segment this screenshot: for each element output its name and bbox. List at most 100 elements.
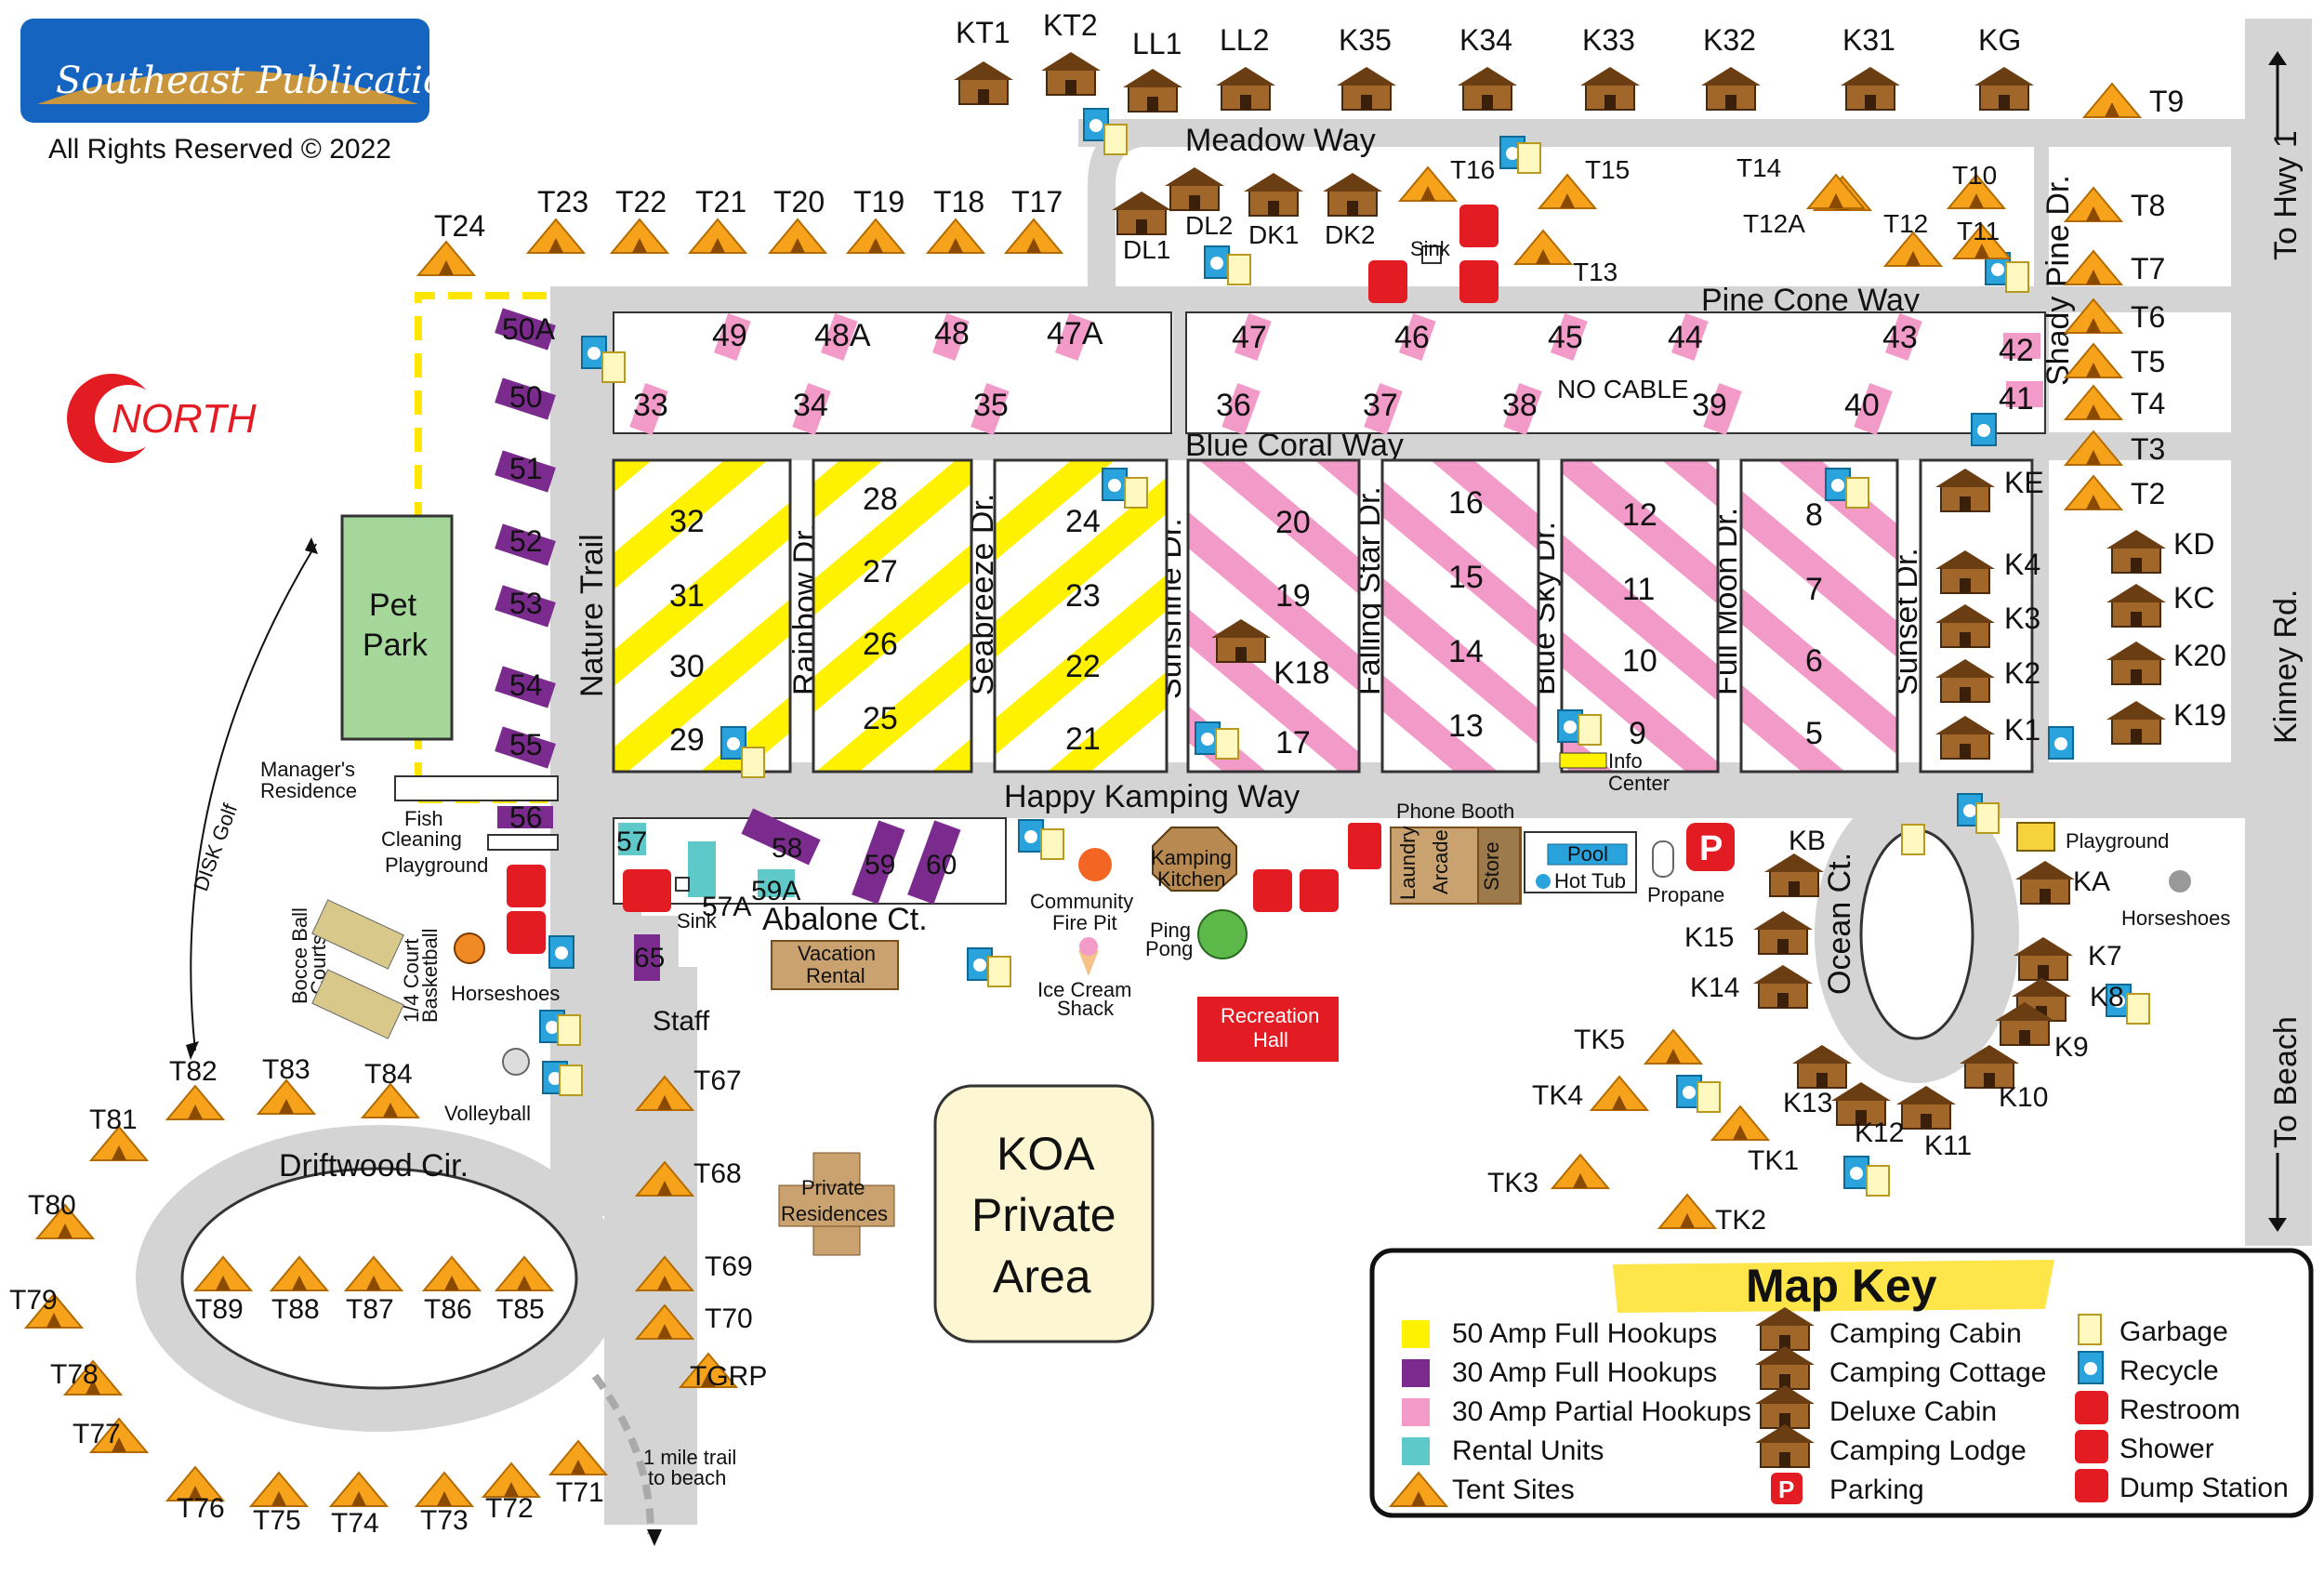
- site-label-t82: T82: [169, 1056, 218, 1087]
- cabin-icon: [1974, 66, 2035, 111]
- site-label-9: 9: [1629, 716, 1646, 751]
- cabin-icon: [1111, 191, 1172, 235]
- site-label-t80: T80: [28, 1190, 76, 1221]
- site-label-dl2: DL2: [1185, 211, 1233, 240]
- site-label-tk3: TK3: [1487, 1168, 1538, 1198]
- private-res-2: Residences: [781, 1202, 888, 1225]
- tent-icon: [330, 1472, 388, 1507]
- private-residences: Private Residences: [778, 1152, 895, 1256]
- site-label-t18: T18: [933, 185, 984, 218]
- tent-icon: [1644, 1029, 1702, 1065]
- site-label-16: 16: [1448, 485, 1484, 521]
- cabin-icon: [1040, 51, 1102, 96]
- ping-pong-2: Pong: [1145, 937, 1193, 960]
- staff-label: Staff: [653, 1006, 710, 1037]
- map-key: Map Key 50 Amp Full Hookups 30 Amp Full …: [1369, 1248, 2314, 1518]
- site-label-24: 24: [1065, 504, 1101, 539]
- cabin-icon: [1791, 1044, 1853, 1089]
- sink-bottom-label: Sink: [677, 909, 718, 932]
- site-label-6: 6: [1805, 643, 1823, 679]
- cabin-icon: [1243, 172, 1304, 217]
- site-label-ll1: LL1: [1132, 27, 1182, 60]
- cabin-icon: [1700, 66, 1762, 111]
- site-label-t72: T72: [485, 1493, 534, 1524]
- tent-icon: [1658, 1194, 1716, 1229]
- cabin-icon: [2106, 700, 2167, 745]
- site-label-t2: T2: [2131, 477, 2165, 510]
- cabin-icon: [953, 60, 1014, 105]
- key-recycle: Recycle: [2119, 1356, 2219, 1386]
- cabin-icon: [1336, 66, 1397, 111]
- site-label-57: 57: [616, 827, 647, 857]
- no-cable-label: NO CABLE: [1557, 375, 1689, 403]
- tent-icon: [527, 218, 585, 254]
- cabin-icon: [1579, 66, 1641, 111]
- site-label-t89: T89: [195, 1294, 244, 1325]
- koa-label-3: Area: [993, 1250, 1091, 1303]
- site-label-25: 25: [863, 701, 898, 736]
- info-center-2: Center: [1608, 772, 1670, 795]
- upper-row-stubs: [629, 312, 2043, 435]
- site-label-k33: K33: [1582, 23, 1635, 57]
- site-label-k31: K31: [1842, 23, 1895, 57]
- site-label-t4: T4: [2131, 387, 2165, 420]
- cabin-icon: [2013, 936, 2074, 981]
- site-label-10: 10: [1622, 643, 1657, 679]
- horseshoes-right-label: Horseshoes: [2121, 906, 2230, 930]
- abalone-stubs: [618, 808, 961, 981]
- site-label-55: 55: [509, 728, 543, 761]
- playground-right-label: Playground: [2066, 829, 2169, 853]
- tent-icon: [250, 1472, 308, 1507]
- site-label-k19: K19: [2173, 698, 2226, 732]
- site-label-k35: K35: [1339, 23, 1392, 57]
- site-label-t5: T5: [2131, 345, 2165, 378]
- site-label-t23: T23: [537, 185, 588, 218]
- site-label-41: 41: [1999, 381, 2034, 417]
- managers-residence-1: Manager's: [260, 758, 355, 781]
- site-label-35: 35: [973, 388, 1009, 423]
- site-label-47: 47: [1232, 320, 1267, 355]
- tent-icon: [611, 218, 668, 254]
- ping-pong-1: Ping: [1150, 919, 1191, 942]
- site-label-7: 7: [1805, 572, 1823, 607]
- site-label-k15: K15: [1684, 922, 1734, 953]
- cabin-icon: [1752, 964, 1814, 1009]
- site-label-t71: T71: [556, 1477, 604, 1508]
- koa-label-2: Private: [971, 1189, 1116, 1241]
- tent-icon: [417, 241, 475, 276]
- key-deluxe-cabin: Deluxe Cabin: [1829, 1396, 1997, 1427]
- bocce-label-1: Bocce Ball: [288, 907, 311, 1004]
- site-label-t19: T19: [853, 185, 905, 218]
- site-label-45: 45: [1548, 320, 1583, 355]
- svg-text:P: P: [1778, 1475, 1794, 1503]
- laundry-label: Laundry: [1396, 826, 1419, 900]
- site-label-t6: T6: [2131, 300, 2165, 334]
- disc-golf-label: DISK Golf: [189, 800, 242, 893]
- site-label-t75: T75: [253, 1505, 301, 1536]
- site-label-t16: T16: [1450, 155, 1495, 184]
- north-indicator: NORTH: [67, 374, 257, 463]
- arcade-label: Arcade: [1429, 829, 1452, 894]
- pool-label: Pool: [1567, 842, 1608, 866]
- parking-icon: P: [1686, 823, 1735, 871]
- key-50amp: 50 Amp Full Hookups: [1452, 1318, 1717, 1349]
- trail-label-2: to beach: [648, 1466, 726, 1489]
- site-label-dl1: DL1: [1123, 235, 1170, 264]
- site-label-t24: T24: [434, 209, 485, 243]
- site-label-k9: K9: [2054, 1032, 2089, 1063]
- road-driftwood-cir: Driftwood Cir.: [279, 1148, 469, 1184]
- tent-icon: [689, 218, 746, 254]
- site-label-k7: K7: [2088, 941, 2122, 972]
- site-label-k12: K12: [1855, 1118, 1904, 1148]
- site-label-t15: T15: [1585, 155, 1630, 184]
- cabin-icon: [1457, 66, 1518, 111]
- phone-booth-label: Phone Booth: [1396, 800, 1514, 823]
- site-label-39: 39: [1692, 388, 1727, 423]
- road-to-hwy: To Hwy 1: [2268, 130, 2304, 260]
- site-label-t69: T69: [705, 1251, 753, 1282]
- tent-icon: [1591, 1076, 1648, 1111]
- cabin-icon: [1164, 166, 1225, 211]
- site-label-k18: K18: [1274, 655, 1330, 691]
- site-label-32: 32: [669, 504, 705, 539]
- site-label-t67: T67: [693, 1065, 742, 1096]
